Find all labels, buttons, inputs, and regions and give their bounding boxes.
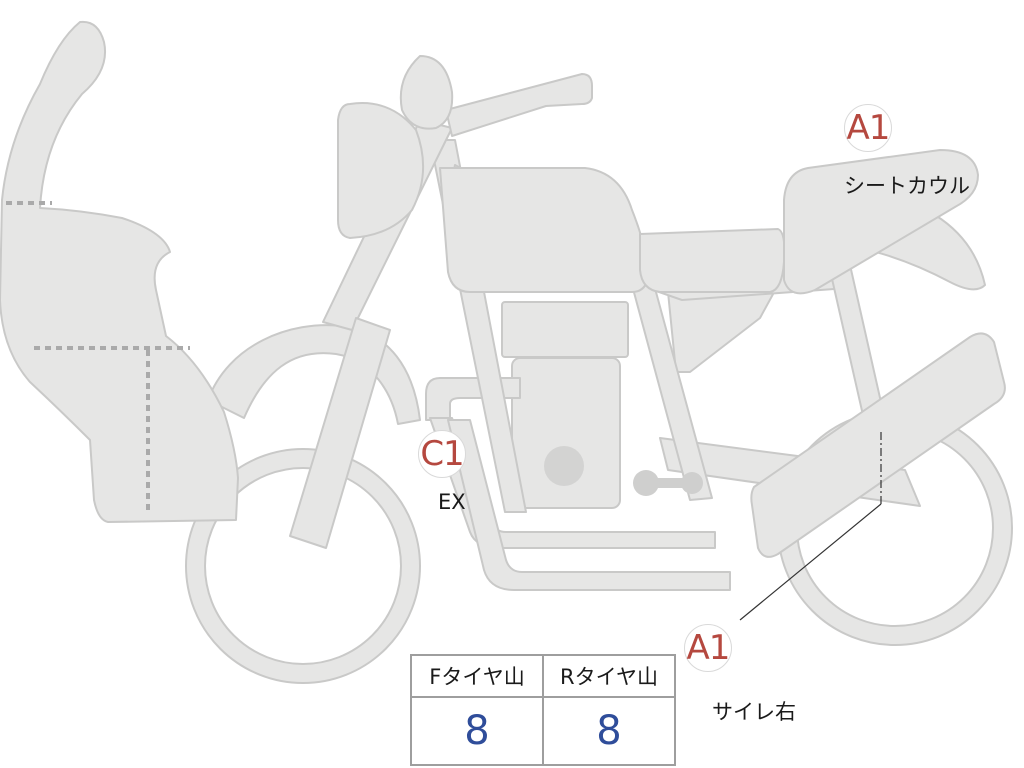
- engine-head: [501, 301, 629, 358]
- handlebar: [445, 73, 593, 137]
- fuel-tank: [439, 167, 649, 293]
- marker-code: C1: [418, 430, 466, 478]
- marker-code: A1: [844, 104, 892, 152]
- footrest-end-left: [633, 470, 659, 496]
- engine-case-cover: [544, 446, 584, 486]
- exhaust-pipe-lower: [447, 419, 731, 591]
- headlight: [337, 102, 425, 239]
- rear-tread-header: Rタイヤ山: [542, 654, 676, 698]
- mirror: [399, 55, 454, 130]
- rear-tread-value: 8: [542, 696, 676, 766]
- front-fender: [207, 324, 421, 425]
- seat-front: [639, 228, 786, 293]
- footrest-end-right: [681, 472, 703, 494]
- engine-block: [511, 357, 621, 509]
- tire-tread-table: Fタイヤ山 Rタイヤ山 8 8: [410, 654, 676, 766]
- front-tread-value: 8: [410, 696, 544, 766]
- marker-label: EX: [438, 490, 466, 514]
- silencer: [750, 332, 1006, 558]
- rear-shock: [829, 264, 886, 425]
- marker-label: サイレ右: [712, 700, 796, 724]
- seat-cowl: [783, 149, 979, 295]
- front-fairing: [0, 20, 239, 523]
- leader-line-diagonal: [739, 503, 882, 621]
- front-wheel-hole: [204, 467, 402, 665]
- marker-seat-cowl[interactable]: A1 シートカウル: [844, 104, 984, 204]
- front-tread-header: Fタイヤ山: [410, 654, 544, 698]
- marker-code: A1: [684, 624, 732, 672]
- fork-lower: [289, 317, 391, 549]
- marker-silencer-right[interactable]: A1 サイレ右: [684, 624, 814, 734]
- marker-label: シートカウル: [844, 174, 970, 198]
- marker-exhaust[interactable]: C1 EX: [418, 430, 478, 522]
